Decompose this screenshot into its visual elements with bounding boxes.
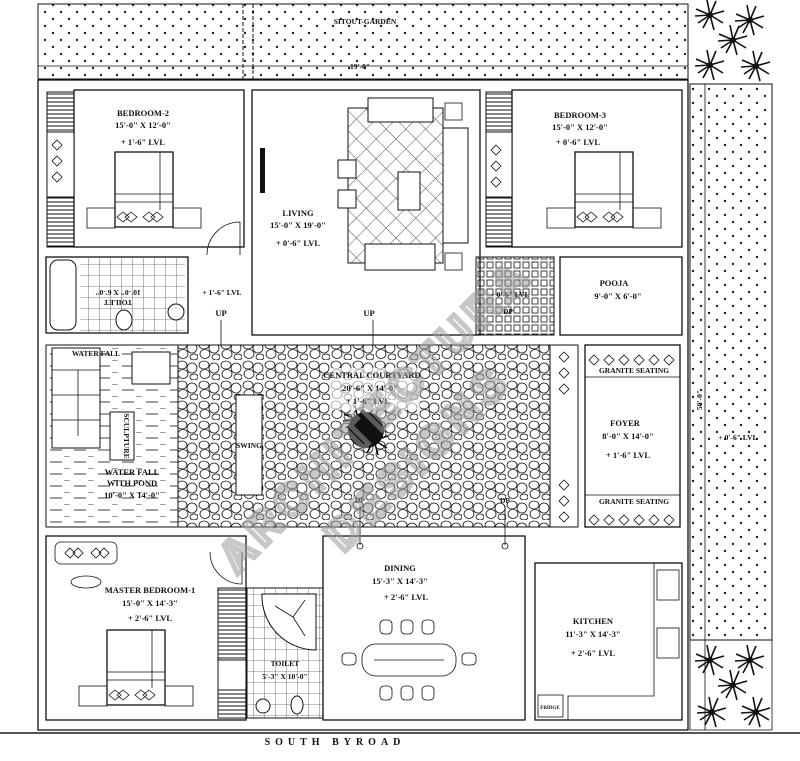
bedroom-3-name: BEDROOM-3: [554, 110, 606, 120]
side-dimension: 50'-0": [695, 390, 704, 410]
dining-name: DINING: [384, 563, 416, 573]
granite-seating-bottom: GRANITE SEATING: [599, 497, 669, 506]
dining-level: + 2'-6" LVL: [384, 592, 429, 602]
courtyard-tree: [342, 404, 389, 456]
lobby-level: + 0'-6" LVL: [490, 290, 529, 299]
living-name: LIVING: [282, 208, 314, 218]
fridge-label: FRIDGE: [540, 706, 560, 711]
dining-room: [322, 535, 526, 721]
sitout-garden-label: SITOUT-GARDEN: [334, 17, 397, 26]
up-label-living: UP: [363, 308, 374, 318]
door: [206, 221, 241, 256]
bedroom-2-level: + 1'-6" LVL: [121, 137, 166, 147]
kitchen: [534, 562, 683, 721]
house-outline: [37, 79, 689, 731]
bedroom-3-size: 15'-0" X 12'-0": [552, 122, 608, 132]
kitchen-name: KITCHEN: [573, 616, 614, 626]
toilet-1-name: TOILET: [104, 298, 133, 307]
foyer-level: + 1'-6" LVL: [606, 450, 651, 460]
foyer: [584, 344, 681, 528]
stove: [656, 627, 680, 659]
dining-chairs: [341, 619, 477, 701]
bedroom-2-name: BEDROOM-2: [117, 108, 169, 118]
courtyard-name: CENTRAL COURTYARD: [323, 370, 420, 380]
passage-level: + 1'-6" LVL: [202, 288, 241, 297]
toilet-2-name: TOILET: [271, 659, 300, 668]
swing: [235, 394, 263, 496]
pond-name-1: WATER FALL: [105, 467, 160, 477]
dp-label-1: DP: [355, 496, 365, 505]
living-level: + 0'-6" LVL: [276, 238, 321, 248]
road-label: SOUTH BYROAD: [265, 737, 406, 748]
side-garden: [689, 83, 773, 641]
foyer-size: 8'-0" X 14'-0": [602, 431, 653, 441]
pond-size: 10'-0" X 14'-0": [104, 490, 160, 500]
granite-seating-top: GRANITE SEATING: [599, 366, 669, 375]
pooja-size: 9'-0" X 6'-0": [594, 291, 641, 301]
pooja-name: POOJA: [600, 278, 630, 288]
courtyard-level: + 1'-6" LVL: [346, 396, 391, 406]
plants-bottom-right: [694, 644, 771, 728]
foyer-name: FOYER: [610, 418, 641, 428]
living-room: [251, 89, 481, 336]
bedroom-3-level: + 0'-6" LVL: [556, 137, 601, 147]
side-garden-level: + 0'-6" LVL: [718, 433, 757, 442]
pooja-room: [559, 256, 683, 336]
kitchen-level: + 2'-6" LVL: [571, 648, 616, 658]
toilet-1: [45, 256, 189, 334]
lobby-dp: DP: [503, 307, 513, 316]
top-dimension: 19'-0": [350, 62, 370, 71]
sitout-garden: [37, 3, 689, 80]
pond-name-2: WITH POND: [107, 478, 157, 488]
dp-label-2: DP: [500, 496, 510, 505]
lobby: [475, 256, 555, 336]
master-level: + 2'-6" LVL: [128, 613, 173, 623]
sculpture-label: SCULPTURE: [122, 413, 131, 458]
toilet-2-size: 5'-3" X 10'-0": [262, 672, 307, 681]
swing-label: SWING: [236, 441, 262, 450]
up-label-passage: UP: [215, 308, 226, 318]
bedroom-2-size: 15'-0" X 12'-0": [115, 120, 171, 130]
master-size: 15'-0" X 14'-3": [122, 598, 178, 608]
sink: [656, 569, 680, 601]
water-fall-label: WATER FALL: [72, 349, 120, 358]
toilet-1-size: 10'-0" X 6'-0": [95, 288, 140, 297]
dining-size: 15'-3" X 14'-3": [372, 576, 428, 586]
living-size: 15'-0" X 19'-0": [270, 220, 326, 230]
kitchen-size: 11'-3" X 14'-3": [565, 629, 620, 639]
master-name: MASTER BEDROOM-1: [105, 585, 195, 595]
courtyard-size: 20'-6" X 14'-0": [342, 383, 398, 393]
plants-top-right: [694, 0, 771, 82]
